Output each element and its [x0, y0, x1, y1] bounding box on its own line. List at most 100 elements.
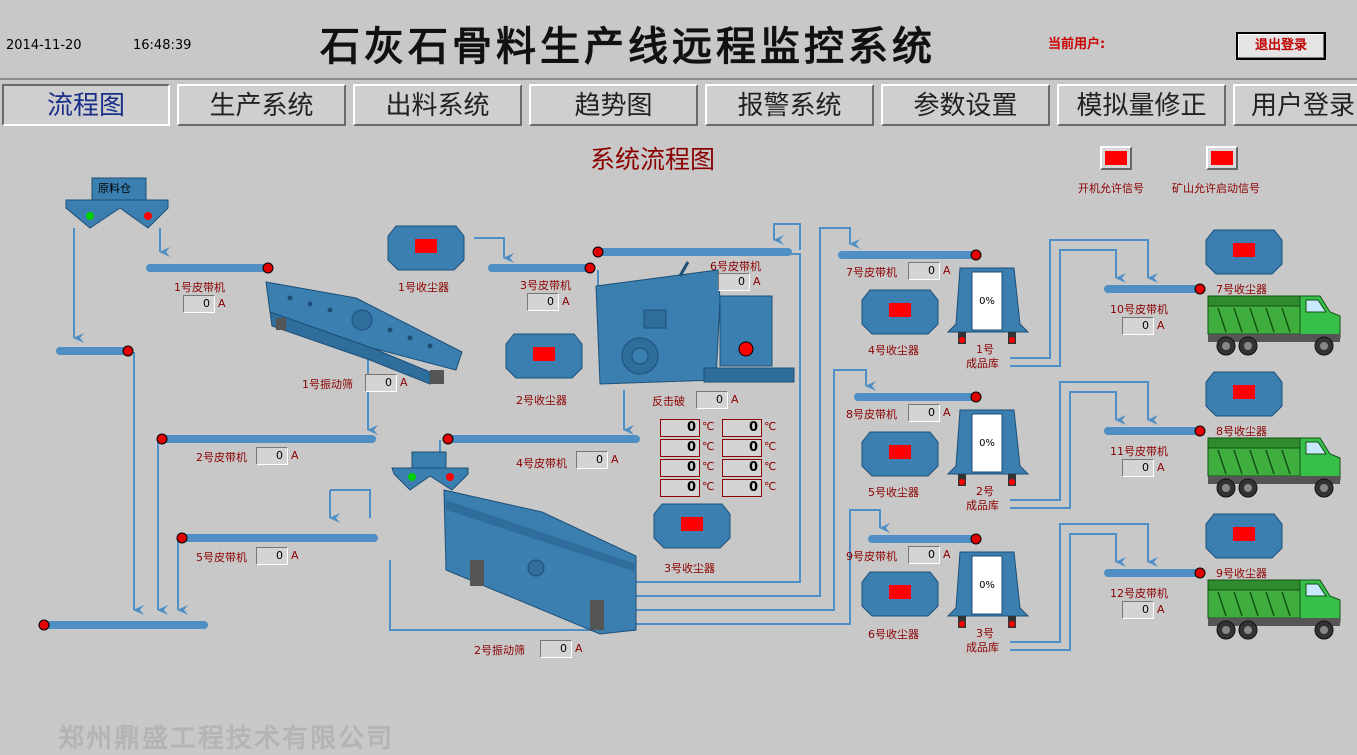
screen-1-label: 1号振动筛: [302, 378, 353, 391]
silo-3-label-number: 3号: [976, 627, 994, 640]
dust-4-label: 4号收尘器: [868, 344, 919, 357]
impact-crusher: [595, 261, 795, 385]
tab-discharge[interactable]: 出料系统: [353, 84, 522, 126]
belt-5-label: 5号皮带机: [196, 551, 247, 564]
belt-5-unit: A: [291, 549, 299, 562]
belt-3-current: 0: [527, 293, 559, 311]
belt-10-unit: A: [1157, 319, 1165, 332]
mine-permit-indicator[interactable]: [1206, 146, 1238, 170]
tab-analog-correction[interactable]: 模拟量修正: [1057, 84, 1226, 126]
belt-8-unit: A: [943, 406, 951, 419]
nav-tabs: 流程图 生产系统 出料系统 趋势图 报警系统 参数设置 模拟量修正 用户登录: [0, 80, 1357, 130]
date-display: 2014-11-20: [6, 38, 82, 53]
silo-2-label-number: 2号: [976, 485, 994, 498]
belt-6-current: 0: [718, 273, 750, 291]
temp-5: 0: [660, 459, 700, 477]
belt-2-label: 2号皮带机: [196, 451, 247, 464]
tab-alarms[interactable]: 报警系统: [705, 84, 874, 126]
belt-10-label: 10号皮带机: [1110, 303, 1168, 316]
tab-user-login[interactable]: 用户登录: [1233, 84, 1357, 126]
belt-8-label: 8号皮带机: [846, 408, 897, 421]
page-title: 石灰石骨料生产线远程监控系统: [320, 23, 936, 70]
dust-7-label: 7号收尘器: [1216, 283, 1267, 296]
header-bar: 2014-11-20 16:48:39 石灰石骨料生产线远程监控系统 当前用户:…: [0, 0, 1357, 80]
hopper-label: 原料仓: [98, 182, 131, 195]
vibrating-screen-2: [443, 489, 637, 635]
silo-3-level: 0%: [979, 580, 995, 591]
logout-button[interactable]: 退出登录: [1236, 32, 1326, 60]
silo-1-label-number: 1号: [976, 343, 994, 356]
temp-3: 0: [660, 439, 700, 457]
belt-7-label: 7号皮带机: [846, 266, 897, 279]
temp-1: 0: [660, 419, 700, 437]
belt-3-unit: A: [562, 295, 570, 308]
temp-7: 0: [660, 479, 700, 497]
belt-11-unit: A: [1157, 461, 1165, 474]
dust-8-label: 8号收尘器: [1216, 425, 1267, 438]
temp-8: 0: [722, 479, 762, 497]
belt-3-label: 3号皮带机: [520, 279, 571, 292]
belt-9-unit: A: [943, 548, 951, 561]
screen-2-unit: A: [575, 642, 583, 655]
mine-permit-label: 矿山允许启动信号: [1172, 182, 1260, 195]
belt-5-current: 0: [256, 547, 288, 565]
start-permit-indicator[interactable]: [1100, 146, 1132, 170]
belt-10-current: 0: [1122, 317, 1154, 335]
belt-8-current: 0: [908, 404, 940, 422]
belt-1-unit: A: [218, 297, 226, 310]
vibrating-screen-1: [265, 281, 463, 385]
temp-2: 0: [722, 419, 762, 437]
temp-3-unit: ℃: [702, 440, 715, 453]
belt-11-label: 11号皮带机: [1110, 445, 1168, 458]
silo-1-label-name: 成品库: [966, 357, 999, 370]
company-watermark: 郑州鼎盛工程技术有限公司: [58, 724, 395, 754]
dust-6-label: 6号收尘器: [868, 628, 919, 641]
temp-4: 0: [722, 439, 762, 457]
temp-4-unit: ℃: [764, 440, 777, 453]
temp-7-unit: ℃: [702, 480, 715, 493]
dust-3-label: 3号收尘器: [664, 562, 715, 575]
belt-12-current: 0: [1122, 601, 1154, 619]
temp-6-unit: ℃: [764, 460, 777, 473]
start-permit-label: 开机允许信号: [1078, 182, 1144, 195]
screen-1-unit: A: [400, 376, 408, 389]
temp-5-unit: ℃: [702, 460, 715, 473]
belt-4-label: 4号皮带机: [516, 457, 567, 470]
process-flow-diagram: [38, 177, 1341, 651]
dust-5-label: 5号收尘器: [868, 486, 919, 499]
belt-4-current: 0: [576, 451, 608, 469]
silo-2-label-name: 成品库: [966, 499, 999, 512]
silo-1-level: 0%: [979, 296, 995, 307]
belt-12-unit: A: [1157, 603, 1165, 616]
time-display: 16:48:39: [133, 38, 192, 53]
tab-trends[interactable]: 趋势图: [529, 84, 698, 126]
current-user-label: 当前用户:: [1048, 37, 1106, 52]
feeder-2: [391, 451, 469, 491]
raw-material-hopper: [65, 177, 169, 229]
belt-12-label: 12号皮带机: [1110, 587, 1168, 600]
belt-9-label: 9号皮带机: [846, 550, 897, 563]
belt-2-unit: A: [291, 449, 299, 462]
tab-parameters[interactable]: 参数设置: [881, 84, 1050, 126]
temp-6: 0: [722, 459, 762, 477]
tab-flowchart[interactable]: 流程图: [2, 84, 170, 126]
belt-7-unit: A: [943, 264, 951, 277]
temp-1-unit: ℃: [702, 420, 715, 433]
screen-2-label: 2号振动筛: [474, 644, 525, 657]
belt-11-current: 0: [1122, 459, 1154, 477]
tab-production[interactable]: 生产系统: [177, 84, 346, 126]
diagram-title: 系统流程图: [590, 145, 716, 174]
silo-3-label-name: 成品库: [966, 641, 999, 654]
belt-6-label: 6号皮带机: [710, 260, 761, 273]
crusher-unit: A: [731, 393, 739, 406]
belt-7-current: 0: [908, 262, 940, 280]
dust-9-label: 9号收尘器: [1216, 567, 1267, 580]
screen-1-current: 0: [365, 374, 397, 392]
belt-6-unit: A: [753, 275, 761, 288]
temp-2-unit: ℃: [764, 420, 777, 433]
dust-2-label: 2号收尘器: [516, 394, 567, 407]
silo-2-level: 0%: [979, 438, 995, 449]
belt-1-current: 0: [183, 295, 215, 313]
belt-4-unit: A: [611, 453, 619, 466]
belt-2-current: 0: [256, 447, 288, 465]
